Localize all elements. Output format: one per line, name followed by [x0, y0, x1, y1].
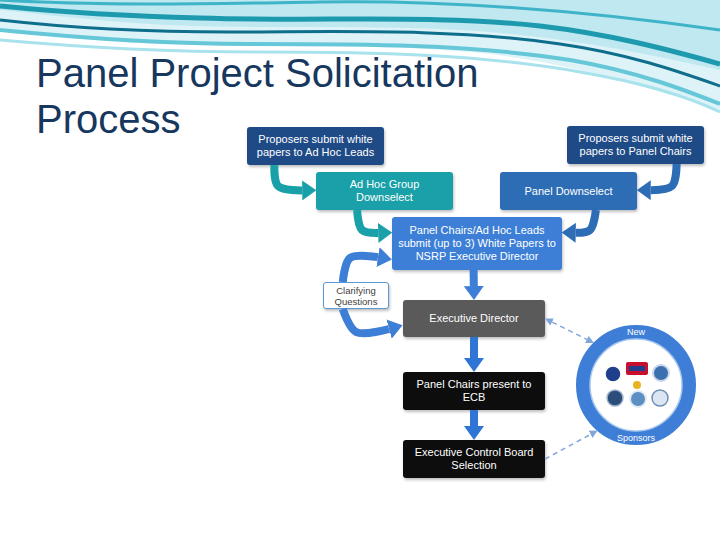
- circle-inner: [590, 339, 682, 431]
- flow-arrow: [651, 164, 677, 190]
- flow-arrow: [343, 256, 378, 282]
- box-label: Proposers submit white papers to Panel C…: [573, 132, 698, 158]
- logo-symbol: [652, 390, 668, 406]
- process-box: Executive Control Board Selection: [403, 440, 545, 478]
- wave-band: [0, 0, 720, 30]
- circle-label: Sponsors: [576, 433, 696, 443]
- sponsor-circle: NewSponsors: [576, 325, 696, 445]
- logo-symbol: [607, 390, 623, 406]
- process-box: Panel Chairs present to ECB: [403, 372, 545, 410]
- box-label: Panel Chairs/Ad Hoc Leads submit (up to …: [398, 224, 556, 263]
- flow-arrow: [470, 270, 478, 286]
- box-label: Panel Downselect: [524, 185, 612, 198]
- logo-symbol: [633, 381, 641, 389]
- circle-ring: [583, 332, 689, 438]
- logo-symbol: [629, 366, 645, 371]
- box-label: Proposers submit white papers to Ad Hoc …: [253, 133, 378, 159]
- process-box: Proposers submit white papers to Panel C…: [567, 126, 704, 164]
- process-box: Panel Downselect: [500, 172, 637, 210]
- process-box: Proposers submit white papers to Ad Hoc …: [247, 127, 384, 165]
- logo-symbol: [626, 362, 648, 375]
- slide-title: Panel Project Solicitation Process: [36, 50, 516, 142]
- flow-arrow: [470, 410, 478, 426]
- flow-arrow: [274, 165, 302, 190]
- circle-label: New: [576, 327, 696, 337]
- note-box: Clarifying Questions: [323, 282, 389, 309]
- flow-arrow: [576, 210, 596, 233]
- logo-symbol: [605, 366, 621, 382]
- flow-arrow: [545, 434, 591, 459]
- box-label: Ad Hoc Group Downselect: [322, 178, 447, 204]
- flow-arrow: [343, 309, 389, 333]
- flow-arrow: [357, 210, 378, 233]
- circle-outline: [576, 325, 696, 445]
- box-label: Panel Chairs present to ECB: [409, 378, 539, 404]
- logo-symbol: [653, 365, 669, 381]
- process-box: Ad Hoc Group Downselect: [316, 172, 453, 210]
- flow-arrow: [552, 322, 587, 339]
- logo-symbol: [630, 391, 646, 407]
- flow-arrow: [470, 337, 478, 358]
- box-label: Executive Control Board Selection: [409, 446, 539, 472]
- process-box: Executive Director: [403, 300, 545, 337]
- box-label: Clarifying Questions: [330, 285, 382, 307]
- process-box: Panel Chairs/Ad Hoc Leads submit (up to …: [392, 217, 562, 270]
- box-label: Executive Director: [429, 312, 518, 325]
